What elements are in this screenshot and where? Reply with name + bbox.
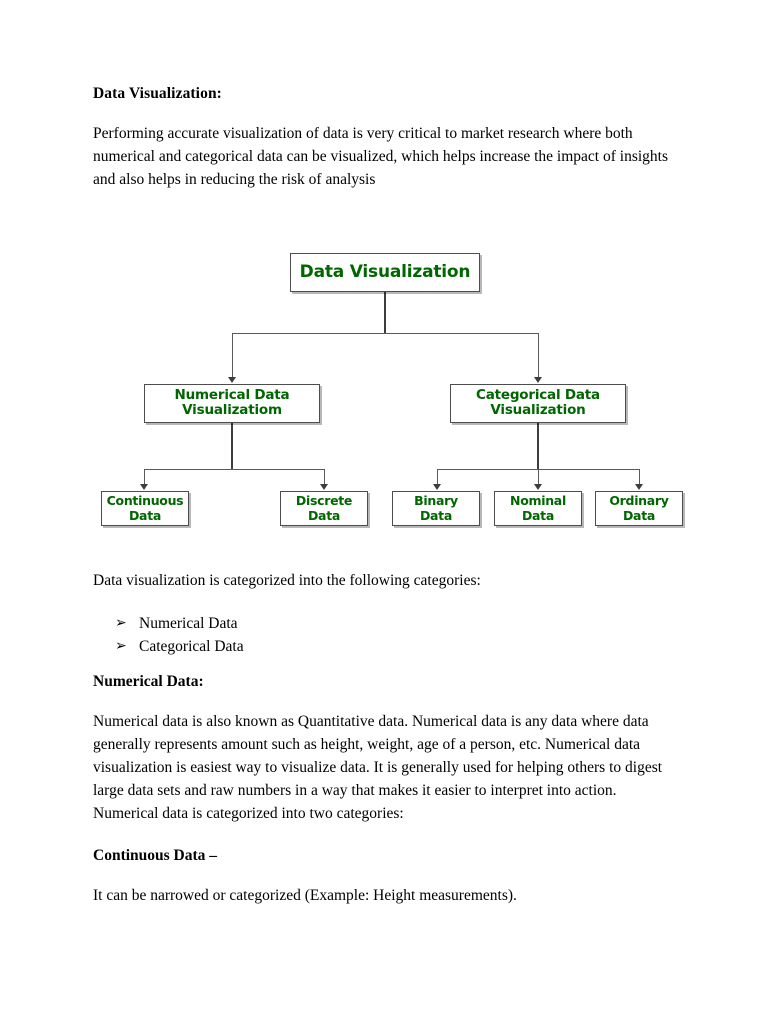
connector-numerical-bar — [144, 468, 324, 470]
arrowhead-numerical — [228, 376, 236, 383]
discrete-data-label: Discrete Data — [295, 493, 353, 524]
categorical-line-1: Categorical Data — [476, 387, 600, 404]
categorical-line-2: Visualization — [490, 402, 586, 419]
continuous-data-label: Continuous Data — [107, 493, 184, 523]
nominal-data-label: Nominal Data — [510, 493, 566, 523]
arrow-bullet-icon: ➢ — [115, 637, 127, 654]
connector-to-continuous — [144, 468, 145, 485]
arrowhead-ordinary — [635, 483, 643, 490]
diagram-node-categorical-data-visualization: Categorical Data Visualization — [450, 383, 626, 423]
continuous-line-2: Data — [128, 508, 162, 524]
page-title: Data Visualization: — [93, 85, 222, 102]
diagram-node-discrete-data: Discrete Data — [280, 490, 368, 526]
diagram-node-root-label: Data Visualization — [299, 261, 471, 282]
diagram-node-root: Data Visualization — [290, 252, 480, 292]
diagram-node-ordinary-data: Ordinary Data — [595, 490, 683, 526]
diagram-node-binary-data: Binary Data — [392, 490, 480, 526]
diagram-node-numerical-data-visualization: Numerical Data Visualizatiom — [144, 383, 320, 423]
diagram-node-nominal-data: Nominal Data — [494, 490, 582, 526]
arrowhead-continuous — [140, 483, 148, 490]
connector-to-numerical — [232, 332, 233, 378]
intro-paragraph: Performing accurate visualization of dat… — [93, 124, 668, 189]
arrowhead-discrete — [320, 483, 328, 490]
diagram-node-numerical-label: Numerical Data Visualizatiom — [175, 388, 290, 418]
data-visualization-tree-diagram: Data Visualization Numerical Data Visual… — [93, 242, 693, 547]
arrowhead-nominal — [534, 483, 542, 490]
list-item-label: Categorical Data — [139, 637, 244, 655]
arrowhead-binary — [433, 483, 441, 490]
connector-to-binary — [437, 468, 438, 485]
spacer — [93, 598, 675, 612]
connector-to-categorical — [538, 332, 539, 378]
nominal-line-2: Data — [521, 508, 554, 524]
list-item: ➢ Categorical Data — [93, 635, 675, 658]
connector-to-ordinary — [639, 468, 640, 485]
binary-data-label: Binary Data — [414, 493, 458, 523]
binary-line-1: Binary — [414, 493, 458, 509]
binary-line-2: Data — [419, 508, 452, 524]
continuous-data-paragraph: It can be narrowed or categorized (Examp… — [93, 886, 517, 904]
connector-to-discrete — [324, 468, 325, 485]
categories-intro-paragraph: Data visualization is categorized into t… — [93, 571, 481, 589]
connector-root-stem — [384, 291, 386, 333]
spacer — [93, 658, 675, 672]
connector-to-nominal — [538, 468, 539, 485]
ordinary-data-label: Ordinary Data — [609, 493, 669, 524]
numerical-data-heading: Numerical Data: — [93, 672, 204, 690]
continuous-data-heading: Continuous Data – — [93, 846, 218, 864]
ordinary-line-1: Ordinary — [609, 493, 669, 509]
diagram-node-categorical-label: Categorical Data Visualization — [476, 388, 600, 418]
diagram-node-continuous-data: Continuous Data — [101, 490, 189, 526]
connector-categorical-stem — [537, 422, 539, 469]
arrow-bullet-icon: ➢ — [115, 614, 127, 631]
category-list: ➢ Numerical Data ➢ Categorical Data — [93, 612, 675, 658]
list-item-label: Numerical Data — [139, 614, 238, 632]
numerical-data-paragraph: Numerical data is also known as Quantita… — [93, 712, 663, 823]
spacer — [93, 198, 675, 242]
numerical-line-2: Visualizatiom — [182, 402, 282, 419]
nominal-line-1: Nominal — [510, 493, 566, 509]
continuous-line-1: Continuous — [106, 493, 184, 509]
connector-level2-bar — [232, 332, 538, 334]
connector-numerical-stem — [231, 422, 233, 469]
discrete-line-2: Data — [307, 508, 341, 524]
discrete-line-1: Discrete — [295, 493, 353, 509]
spacer — [93, 547, 675, 569]
arrowhead-categorical — [534, 376, 542, 383]
spacer — [93, 832, 675, 846]
document-content: Data Visualization: Performing accurate … — [93, 84, 683, 913]
numerical-line-1: Numerical Data — [174, 387, 290, 404]
list-item: ➢ Numerical Data — [93, 612, 675, 635]
ordinary-line-2: Data — [622, 508, 656, 524]
